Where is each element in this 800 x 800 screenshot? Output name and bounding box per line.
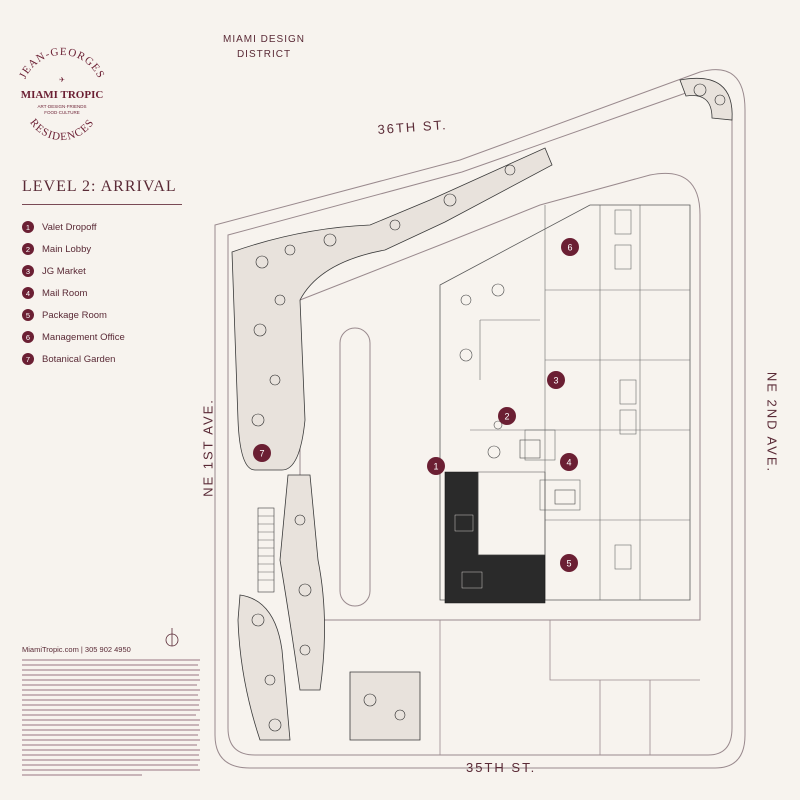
svg-text:5: 5 — [566, 559, 571, 569]
stair-treads — [258, 515, 274, 581]
marker-jg-market: 3 — [547, 371, 565, 389]
svg-text:7: 7 — [259, 449, 264, 459]
street-label-west: NE 1ST AVE. — [200, 398, 216, 497]
marker-management-office: 6 — [561, 238, 579, 256]
north-arrow-icon — [165, 628, 179, 647]
street-label-east: NE 2ND AVE. — [764, 371, 780, 474]
district-label-line2: DISTRICT — [236, 49, 292, 60]
svg-text:1: 1 — [433, 462, 438, 472]
legend-marker: 4 — [22, 287, 34, 299]
fine-print-lines — [22, 659, 200, 776]
legend-marker: 2 — [22, 243, 34, 255]
legend-marker: 7 — [22, 353, 34, 365]
plaza-seating — [454, 514, 483, 589]
legend-item: 3 JG Market — [22, 260, 125, 282]
legend-label: Mail Room — [42, 287, 88, 299]
svg-text:2: 2 — [504, 412, 509, 422]
legend-label: Package Room — [42, 309, 107, 321]
bird-icon: ✈ — [59, 77, 65, 84]
stair — [257, 507, 275, 593]
svg-text:6: 6 — [567, 243, 572, 253]
legend-label: Management Office — [42, 331, 125, 343]
legend-item: 4 Mail Room — [22, 282, 125, 304]
legend-label: Botanical Garden — [42, 353, 116, 365]
svg-text:4: 4 — [566, 458, 571, 468]
district-label-line1: MIAMI DESIGN — [222, 34, 305, 45]
legend-marker: 6 — [22, 331, 34, 343]
drive-island — [339, 327, 371, 607]
legend-item: 7 Botanical Garden — [22, 348, 125, 370]
legend-label: Main Lobby — [42, 243, 92, 255]
brand-name: MIAMI TROPIC — [21, 89, 104, 101]
lobby-furniture — [459, 283, 576, 505]
map-markers: 1 2 3 4 5 6 7 — [253, 238, 579, 572]
marker-botanical-garden: 7 — [253, 444, 271, 462]
brand-tagline-2: FOOD·CULTURE — [44, 110, 79, 115]
contact-line: MiamiTropic.com | 305 902 4950 — [22, 645, 131, 654]
site-boundary — [214, 69, 746, 769]
marker-mail-room: 4 — [560, 453, 578, 471]
legal-disclaimer-graphic — [22, 657, 200, 778]
botanical-garden-planting — [231, 78, 733, 741]
legend-marker: 1 — [22, 221, 34, 233]
legend-item: 5 Package Room — [22, 304, 125, 326]
district-label: MIAMI DESIGN DISTRICT — [222, 32, 306, 62]
marker-main-lobby: 2 — [498, 407, 516, 425]
title-divider — [22, 204, 182, 205]
legend-item: 1 Valet Dropoff — [22, 216, 125, 238]
brand-logo: JEAN-GEORGES ✈ MIAMI TROPIC ART·DESIGN·F… — [17, 46, 106, 143]
brand-tagline-1: ART·DESIGN·FRIENDS — [38, 104, 87, 109]
legend-marker: 3 — [22, 265, 34, 277]
marker-valet-dropoff: 1 — [427, 457, 445, 475]
bottom-structure — [439, 620, 700, 755]
legend-marker: 5 — [22, 309, 34, 321]
level-title: LEVEL 2: ARRIVAL — [22, 178, 177, 195]
plaza-canopy — [477, 471, 546, 556]
legend-label: JG Market — [42, 265, 86, 277]
legend-item: 6 Management Office — [22, 326, 125, 348]
building-footprint — [439, 204, 691, 601]
legend-label: Valet Dropoff — [42, 221, 97, 233]
street-label-south: 35TH ST. — [466, 760, 537, 775]
svg-text:3: 3 — [553, 376, 558, 386]
legend-item: 2 Main Lobby — [22, 238, 125, 260]
garden-trees — [251, 83, 726, 732]
marker-package-room: 5 — [560, 554, 578, 572]
